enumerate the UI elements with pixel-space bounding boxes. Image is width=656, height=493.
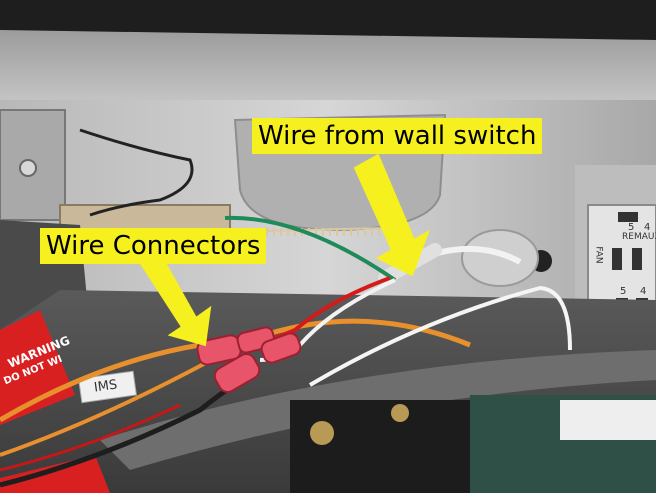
- outlet-slot-2: [612, 248, 622, 270]
- red-wire-lower: [0, 403, 181, 472]
- panel-label-remaux: REMAUX: [622, 232, 656, 242]
- panel-number-5a: 5: [628, 222, 635, 233]
- white-wire-right: [308, 285, 572, 387]
- round-plate: [461, 229, 539, 287]
- panel-number-5b: 5: [620, 286, 627, 297]
- outlet-slot-1: [618, 212, 638, 222]
- ims-tag-label: IMS: [93, 377, 119, 396]
- wire-connectors-callout: Wire Connectors: [40, 228, 267, 264]
- thin-wires: [79, 128, 194, 217]
- arrow-wall-switch: [353, 153, 430, 277]
- warning-sticker-bottom: [0, 455, 110, 493]
- metal-housing-top: [0, 30, 656, 110]
- panel-number-4b: 4: [640, 286, 647, 297]
- panel-number-4a: 4: [644, 222, 651, 233]
- screw-bottom: [391, 404, 409, 422]
- wall-switch-callout: Wire from wall switch: [252, 118, 543, 154]
- panel-label-fan: FAN: [593, 246, 604, 264]
- warning-sticker: [0, 310, 75, 425]
- wire-connectors: [196, 326, 302, 393]
- bracket-screw: [19, 159, 37, 177]
- ims-tag-shape: [78, 370, 137, 404]
- orange-wire-lower: [0, 356, 216, 457]
- outlet-slot-3: [632, 248, 642, 270]
- white-label-bottom: [560, 400, 656, 440]
- green-wire: [224, 215, 397, 282]
- spring-bottom: [310, 421, 334, 445]
